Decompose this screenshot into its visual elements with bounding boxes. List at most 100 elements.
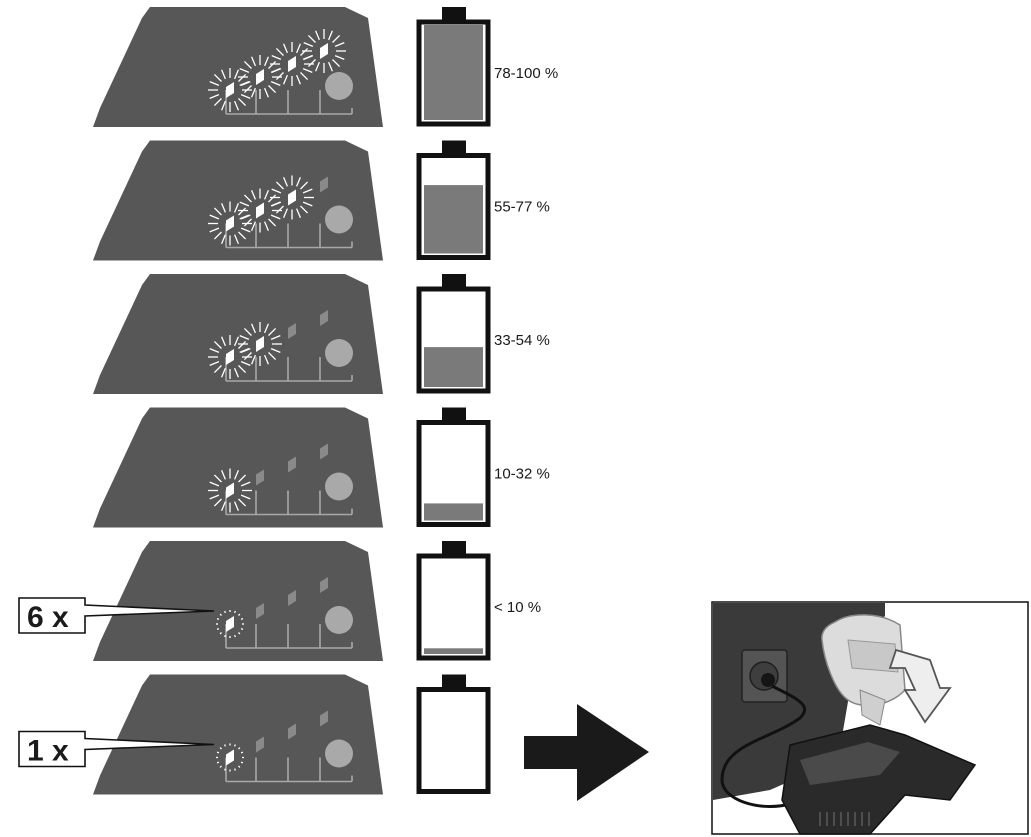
- charge-percentage-label: 33-54 %: [494, 332, 550, 349]
- led-lit: [226, 616, 234, 632]
- ray: [275, 181, 284, 190]
- ray: [213, 498, 222, 507]
- ray: [271, 201, 282, 207]
- led-lit: [256, 336, 264, 352]
- ray: [250, 323, 257, 334]
- ray: [238, 498, 247, 507]
- ray: [233, 608, 237, 614]
- charge-row: < 10 %6 x: [18, 541, 541, 661]
- battery-icon: [416, 7, 491, 127]
- led-lit: [288, 56, 296, 72]
- ray: [243, 352, 252, 361]
- ray: [270, 214, 281, 220]
- ray: [213, 340, 222, 349]
- ray: [213, 474, 222, 483]
- ray: [332, 34, 341, 43]
- ray: [334, 54, 345, 61]
- ray: [275, 72, 284, 81]
- ray: [238, 765, 242, 770]
- ray: [282, 208, 289, 219]
- indicator-button: [325, 339, 353, 367]
- charge-percentage-label: < 10 %: [494, 599, 541, 616]
- ray: [295, 74, 302, 85]
- ray: [263, 354, 270, 365]
- ray: [240, 481, 251, 487]
- ray: [238, 632, 242, 636]
- indicator-panel: [93, 541, 383, 661]
- ray: [268, 85, 277, 94]
- ray: [238, 365, 247, 374]
- ray: [239, 334, 250, 341]
- ray: [209, 481, 220, 487]
- ray: [250, 221, 257, 232]
- led-lit: [256, 69, 264, 85]
- led-off: [320, 176, 328, 193]
- ray: [282, 74, 289, 85]
- ray: [243, 60, 252, 69]
- ray: [263, 189, 270, 200]
- ray: [220, 469, 227, 480]
- ray: [233, 69, 240, 80]
- charger-vents: [819, 812, 870, 826]
- ray: [233, 634, 237, 640]
- ray: [214, 750, 220, 754]
- ray: [263, 56, 270, 67]
- ray: [314, 61, 321, 72]
- ray: [239, 201, 250, 207]
- ray: [220, 501, 227, 512]
- led-off: [288, 723, 296, 740]
- ray: [213, 207, 222, 216]
- ray: [268, 327, 277, 336]
- ray: [218, 632, 222, 636]
- charge-percentage-label: 78-100 %: [494, 65, 558, 82]
- ray: [239, 67, 250, 74]
- ray: [240, 494, 251, 500]
- ray: [238, 98, 247, 107]
- ray: [271, 54, 282, 61]
- ray: [238, 231, 247, 240]
- glow-rays-icon: [302, 29, 346, 73]
- led-off: [288, 590, 296, 606]
- indicator-button: [325, 472, 353, 501]
- power-cable: [720, 684, 807, 808]
- charge-row: 78-100 %: [93, 7, 558, 127]
- ray: [220, 69, 227, 80]
- glow-rays-icon: [238, 322, 282, 366]
- led-lit: [256, 202, 264, 219]
- ray: [300, 181, 309, 190]
- ray: [327, 61, 334, 72]
- ray: [233, 742, 237, 747]
- led-lit: [226, 482, 234, 499]
- ray: [239, 214, 250, 220]
- battery-inserted-into-charger-illustration: [711, 601, 1029, 835]
- ray: [233, 336, 240, 347]
- ray: [238, 340, 247, 349]
- led-off: [256, 736, 264, 753]
- ray: [271, 188, 282, 194]
- ray: [213, 98, 222, 107]
- indicator-panel: [93, 674, 383, 795]
- battery-fill: [424, 347, 483, 387]
- ray: [250, 87, 257, 98]
- ray: [223, 768, 227, 773]
- indicator-panel: [93, 407, 383, 528]
- ray: [307, 34, 316, 43]
- blink-rays-icon: [214, 608, 246, 640]
- battery-terminal: [442, 407, 466, 423]
- ray: [270, 347, 281, 354]
- ray: [240, 627, 246, 631]
- led-off: [320, 577, 328, 593]
- ray: [300, 205, 309, 214]
- ray: [268, 218, 277, 227]
- ray: [220, 100, 227, 111]
- ray: [238, 73, 247, 82]
- blink-count-label: 1 x: [27, 735, 69, 768]
- indicator-button: [325, 739, 353, 768]
- ray: [233, 501, 240, 512]
- led-lit: [226, 349, 234, 365]
- led-off: [320, 310, 328, 326]
- ray: [220, 202, 227, 213]
- ray: [213, 73, 222, 82]
- battery-fill: [424, 185, 483, 254]
